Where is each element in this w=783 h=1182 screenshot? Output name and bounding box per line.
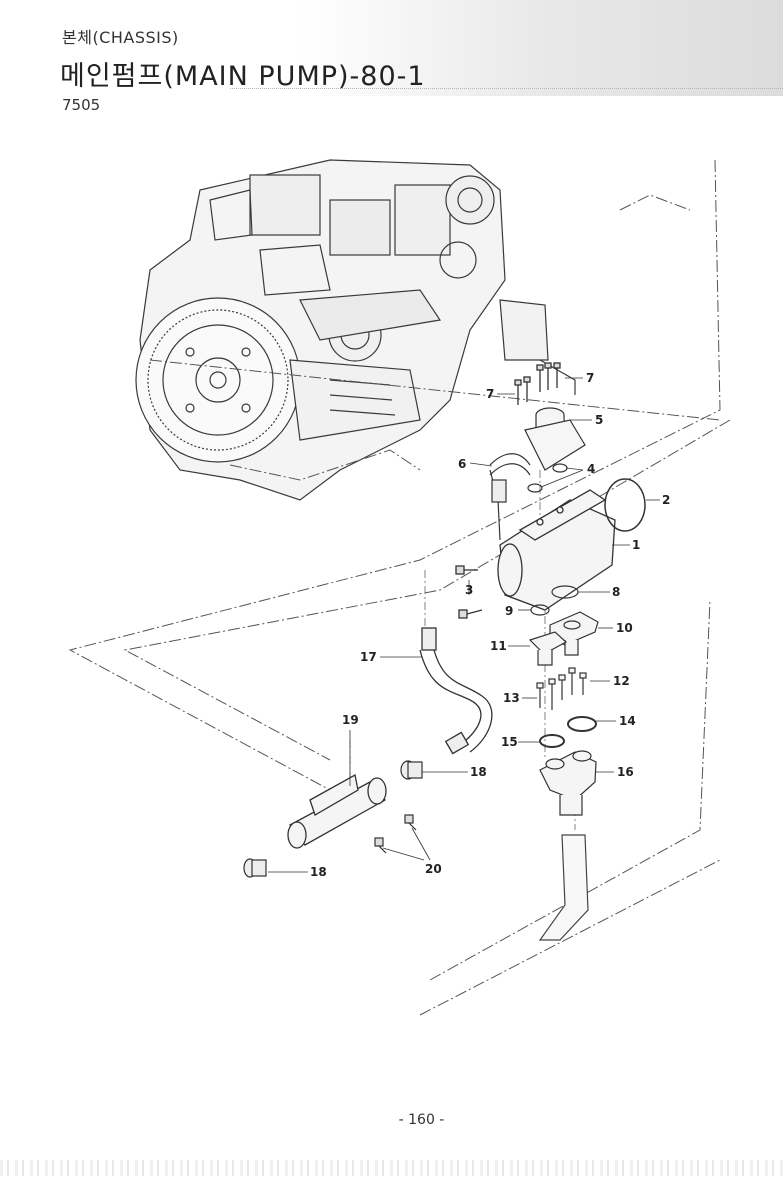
header-divider (230, 88, 783, 89)
filter-bolts (374, 814, 417, 854)
callout-6: 6 (458, 457, 466, 471)
scan-footer-strip (0, 1160, 783, 1176)
flange-bolts (514, 362, 561, 405)
engine-block (135, 159, 576, 501)
suction-parts (528, 585, 599, 816)
line-filter (287, 773, 387, 849)
callout-8: 8 (612, 585, 620, 599)
callout-18b: 18 (310, 865, 327, 879)
callout-19: 19 (342, 713, 359, 727)
section-label: 본체(CHASSIS) (62, 28, 179, 47)
callout-13: 13 (503, 691, 520, 705)
callout-15: 15 (501, 735, 518, 749)
callout-7b: 7 (586, 371, 594, 385)
callout-20: 20 (425, 862, 442, 876)
callout-labels: 1 2 3 4 5 6 7 7 8 9 10 11 12 13 14 15 16… (310, 371, 670, 879)
callout-9: 9 (505, 604, 513, 618)
header-band (0, 0, 783, 96)
callout-17: 17 (360, 650, 377, 664)
callout-1: 1 (632, 538, 640, 552)
main-pump (497, 489, 616, 611)
callout-16: 16 (617, 765, 634, 779)
diagram-code: 7505 (62, 96, 101, 114)
o-ring (604, 478, 646, 532)
callout-5: 5 (595, 413, 603, 427)
callout-4: 4 (587, 462, 595, 476)
pump-mounting-bolts (455, 565, 483, 619)
hose-fittings (243, 760, 423, 878)
suction-hose (538, 834, 589, 941)
callout-10: 10 (616, 621, 633, 635)
callout-11: 11 (490, 639, 507, 653)
leader-lines (268, 377, 660, 873)
callout-12: 12 (613, 674, 630, 688)
callout-14: 14 (619, 714, 636, 728)
pressure-flange (524, 407, 586, 471)
callout-3: 3 (465, 583, 473, 597)
callout-18a: 18 (470, 765, 487, 779)
page-number: - 160 - (398, 1112, 445, 1128)
callout-2: 2 (662, 493, 670, 507)
page-title: 메인펌프(MAIN PUMP)-80-1 (60, 61, 426, 92)
return-hose (419, 627, 493, 755)
callout-7a: 7 (486, 387, 494, 401)
pressure-hose (489, 453, 531, 541)
